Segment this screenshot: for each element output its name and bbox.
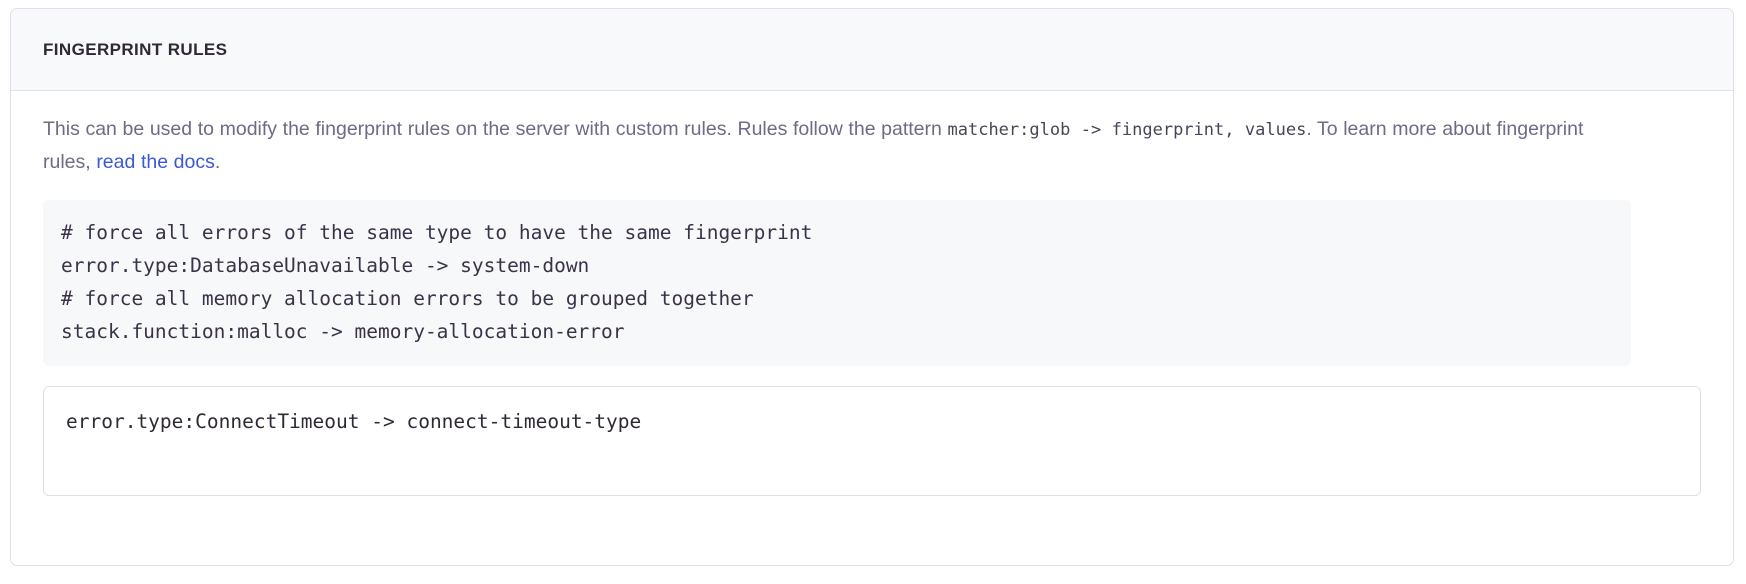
description-middle: . To learn more about fingerprint rules, [43,118,1584,173]
read-the-docs-link[interactable]: read the docs [96,151,215,173]
fingerprint-rules-panel: FINGERPRINT RULES This can be used to mo… [10,8,1734,566]
description-text: This can be used to modify the fingerpri… [43,113,1603,178]
code-example-block: # force all errors of the same type to h… [43,200,1631,366]
page-title: FINGERPRINT RULES [43,39,228,59]
panel-header: FINGERPRINT RULES [11,9,1733,91]
inline-code-pattern: matcher:glob -> fingerprint, values [947,120,1307,140]
description-lead: This can be used to modify the fingerpri… [43,118,942,140]
fingerprint-rules-input[interactable] [43,386,1701,496]
description-end: . [214,151,221,173]
panel-body: This can be used to modify the fingerpri… [11,91,1733,496]
